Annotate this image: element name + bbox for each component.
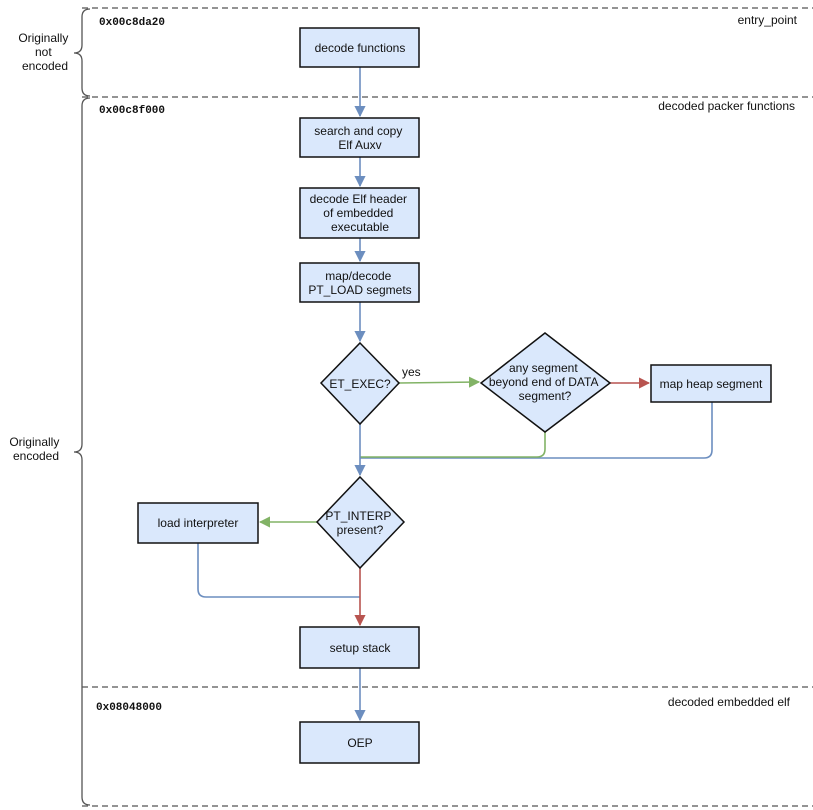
svg-text:ET_EXEC?: ET_EXEC? bbox=[329, 377, 391, 391]
edge-label-yes: yes bbox=[402, 365, 421, 379]
node-load-interpreter: load interpreter bbox=[137, 502, 259, 544]
bracket-not-encoded bbox=[73, 8, 91, 97]
svg-text:setup stack: setup stack bbox=[330, 641, 392, 655]
svg-text:OEP: OEP bbox=[347, 736, 372, 750]
bracket-label-not-encoded: Originally not encoded bbox=[18, 31, 71, 73]
region-label-packer: decoded packer functions bbox=[658, 99, 795, 113]
region-label-entry: entry_point bbox=[738, 13, 798, 27]
bracket-label-encoded: Originally encoded bbox=[9, 435, 62, 463]
address-packer: 0x00c8f000 bbox=[99, 105, 165, 117]
node-setup-stack: setup stack bbox=[299, 626, 420, 669]
svg-text:search and copy Elf Auxv: search and copy Elf Auxv bbox=[314, 124, 405, 152]
address-embedded: 0x08048000 bbox=[96, 702, 162, 714]
decision-et-exec: ET_EXEC? bbox=[319, 341, 401, 426]
svg-text:decode functions: decode functions bbox=[315, 41, 406, 55]
svg-text:map/decode PT_LOAD segme: map/decode PT_LOAD segmets bbox=[308, 269, 411, 297]
edge-anyseg-merge bbox=[360, 432, 546, 458]
node-map-decode-segments: map/decode PT_LOAD segmets bbox=[299, 262, 420, 303]
bracket-encoded bbox=[73, 97, 91, 806]
region-label-embedded: decoded embedded elf bbox=[668, 695, 791, 709]
node-search-copy-auxv: search and copy Elf Auxv bbox=[299, 117, 420, 158]
node-decode-functions: decode functions bbox=[299, 27, 420, 68]
svg-text:any segment beyond end o: any segment beyond end of DATA segment? bbox=[489, 361, 601, 403]
edge-heap-merge bbox=[360, 402, 713, 459]
decision-any-segment: any segment beyond end of DATA segment? bbox=[479, 332, 612, 433]
svg-text:map heap segment: map heap segment bbox=[660, 377, 763, 391]
node-oep: OEP bbox=[299, 721, 420, 764]
edge-etexec-yes bbox=[398, 376, 481, 388]
svg-text:load interpreter: load interpreter bbox=[158, 516, 239, 530]
svg-text:PT_INTERP present?: PT_INTERP present? bbox=[325, 509, 394, 537]
edge-loadinterp-merge bbox=[197, 543, 360, 598]
address-entry: 0x00c8da20 bbox=[99, 17, 165, 29]
decision-pt-interp: PT_INTERP present? bbox=[315, 475, 406, 570]
node-decode-elf-header: decode Elf header of embedded executable bbox=[299, 187, 420, 239]
svg-text:decode Elf header of emb: decode Elf header of embedded executable bbox=[310, 192, 411, 234]
node-map-heap-segment: map heap segment bbox=[650, 364, 772, 403]
